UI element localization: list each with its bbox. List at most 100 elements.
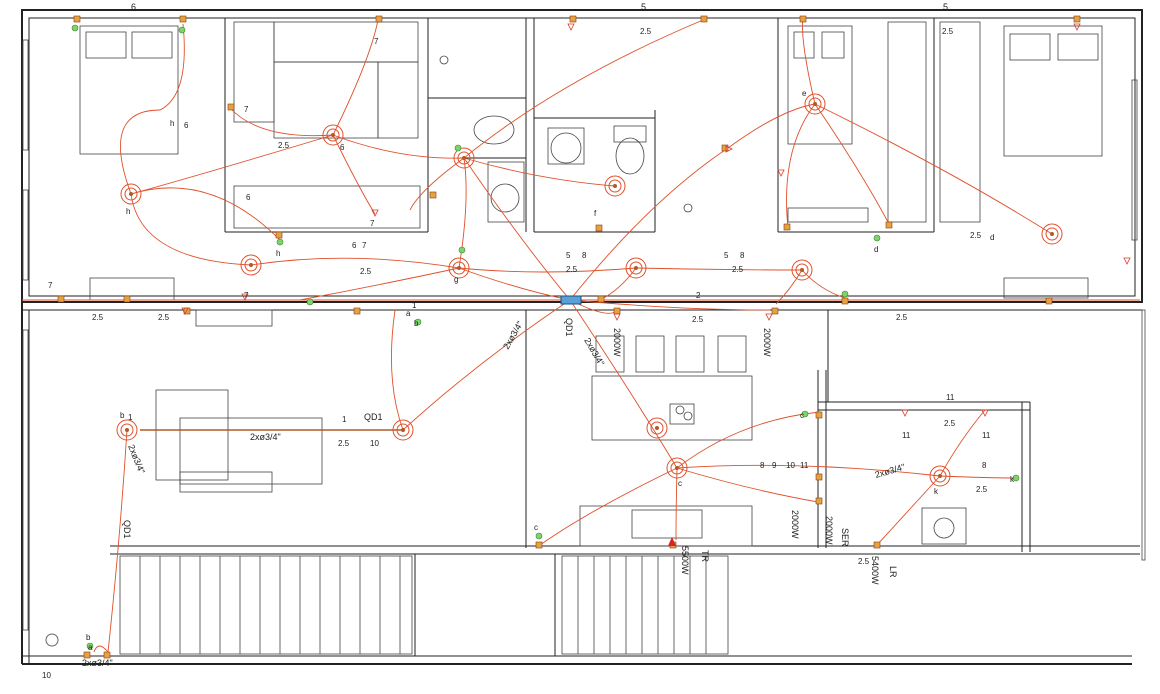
light-fixture-icon bbox=[45, 633, 59, 647]
switch-letter: h bbox=[126, 207, 130, 216]
circuit-number: 2 bbox=[696, 291, 701, 300]
switch-icon bbox=[873, 234, 881, 242]
switch-icon bbox=[458, 246, 466, 254]
outlet-triangle-icon bbox=[725, 145, 733, 153]
building-walls bbox=[21, 9, 1143, 665]
panel-ref-label: QD1 bbox=[364, 412, 383, 422]
circuit-number: 1 bbox=[128, 413, 133, 422]
conduit-label: 2xø3/4" bbox=[874, 462, 906, 480]
circuit-number: 8 bbox=[740, 251, 745, 260]
panel-ref-label: QD1 bbox=[122, 520, 132, 539]
wire-gauge-label: 2.5 bbox=[360, 267, 372, 276]
circuit-label: 6 bbox=[131, 2, 136, 12]
switch-icon bbox=[841, 290, 849, 298]
outlet-icon bbox=[227, 103, 235, 111]
wire-gauge-label: 2.5 bbox=[92, 313, 104, 322]
power-label: 2000W bbox=[824, 516, 834, 545]
power-label: 2000W bbox=[790, 510, 800, 539]
outlet-triangle-icon bbox=[1123, 257, 1131, 265]
outlet-icon bbox=[429, 191, 437, 199]
wire-gauge-label: 2.5 bbox=[970, 231, 982, 240]
circuit-number: 7 bbox=[244, 105, 249, 114]
outlet-icon bbox=[535, 541, 543, 549]
light-fixture-icon bbox=[646, 417, 668, 439]
wire-gauge-label: 2.5 bbox=[278, 141, 290, 150]
outlet-icon bbox=[103, 651, 111, 659]
outlet-triangle-icon bbox=[371, 209, 379, 217]
switch-icon bbox=[86, 642, 94, 650]
outlet-icon bbox=[73, 15, 81, 23]
wire-gauge-label: 2.5 bbox=[566, 265, 578, 274]
switch-letter: c bbox=[800, 411, 804, 420]
switch-icon bbox=[71, 24, 79, 32]
wire-gauge-label: 2.5 bbox=[732, 265, 744, 274]
circuit-label: 5 bbox=[943, 2, 948, 12]
circuit-number: 11 bbox=[800, 461, 809, 470]
switch-icon bbox=[1012, 474, 1020, 482]
light-fixture-icon bbox=[929, 465, 951, 487]
switch-letter: g bbox=[454, 275, 458, 284]
outlet-icon bbox=[841, 297, 849, 305]
circuit-tag: TR bbox=[700, 550, 710, 562]
outlet-icon bbox=[83, 651, 91, 659]
outlet-triangle-icon bbox=[241, 293, 249, 301]
light-fixture-icon bbox=[116, 419, 138, 441]
circuit-number: 7 bbox=[370, 219, 375, 228]
outlet-icon bbox=[783, 223, 791, 231]
outlet-triangle-icon bbox=[1073, 23, 1081, 31]
circuit-number: 11 bbox=[982, 431, 991, 440]
circuit-number: 11 bbox=[946, 393, 955, 402]
switch-letter: h bbox=[276, 249, 280, 258]
light-fixture-icon bbox=[453, 147, 475, 169]
distribution-panel-qd1: QD1 bbox=[560, 295, 582, 337]
circuit-number: 8 bbox=[760, 461, 765, 470]
circuit-number: 10 bbox=[786, 461, 795, 470]
switch-letter: a bbox=[88, 643, 93, 652]
switch-letter: d bbox=[874, 245, 878, 254]
circuit-number: 8 bbox=[982, 461, 987, 470]
outlet-icon bbox=[353, 307, 361, 315]
switch-letter: f bbox=[594, 209, 597, 218]
outlet-triangle-icon bbox=[181, 307, 189, 315]
light-fixture-icon bbox=[791, 259, 813, 281]
conduit-label: 2xø3/4" bbox=[582, 336, 606, 368]
switch-letter-marks: h h h g f e d d c c c k k b a b b a bbox=[86, 89, 1015, 652]
circuit-number: 10 bbox=[42, 671, 51, 680]
wire-gauge-label: 2.5 bbox=[858, 557, 870, 566]
power-label: 5500W bbox=[680, 546, 690, 575]
conduit-label: 2xø3/4" bbox=[82, 658, 113, 668]
circuit-number: 9 bbox=[772, 461, 777, 470]
outlet-icon bbox=[375, 15, 383, 23]
circuit-number: 7 bbox=[48, 281, 53, 290]
circuit-number: 6 bbox=[340, 143, 345, 152]
wire-gauge-label: 2.5 bbox=[944, 419, 956, 428]
wire-gauge-label: 2.5 bbox=[692, 315, 704, 324]
switch-letter: k bbox=[934, 487, 939, 496]
switches bbox=[71, 24, 1020, 650]
outlet-triangle-icon bbox=[765, 313, 773, 321]
circuit-number: 6 bbox=[184, 121, 189, 130]
switch-icon bbox=[454, 144, 462, 152]
light-fixture-icon bbox=[322, 124, 344, 146]
power-label: 2000W bbox=[762, 328, 772, 357]
warning-marker-icon bbox=[668, 537, 676, 546]
switch-icon bbox=[306, 298, 314, 306]
switch-letter: e bbox=[802, 89, 807, 98]
outlet-icon bbox=[873, 541, 881, 549]
outlet-icon bbox=[613, 307, 621, 315]
circuit-number-marks: 7 7 6 6 6 7 7 7 6 7 5 8 5 8 1 1 10 1 2 1… bbox=[42, 37, 991, 680]
circuit-tag: LR bbox=[888, 566, 898, 578]
outlet-icon bbox=[700, 15, 708, 23]
wire-gauge-label: 2.5 bbox=[338, 439, 350, 448]
switch-letter: b bbox=[414, 319, 419, 328]
switch-letter: b bbox=[120, 411, 125, 420]
conduit-label: 2xø3/4" bbox=[250, 432, 281, 442]
outlet-icon bbox=[123, 295, 131, 303]
wire-gauge-label: 2.5 bbox=[896, 313, 908, 322]
outlet-icon bbox=[815, 411, 823, 419]
outlet-triangle-icon bbox=[901, 409, 909, 417]
outlet-icon bbox=[1073, 15, 1081, 23]
circuit-number: 7 bbox=[374, 37, 379, 46]
circuit-label: 5 bbox=[641, 2, 646, 12]
